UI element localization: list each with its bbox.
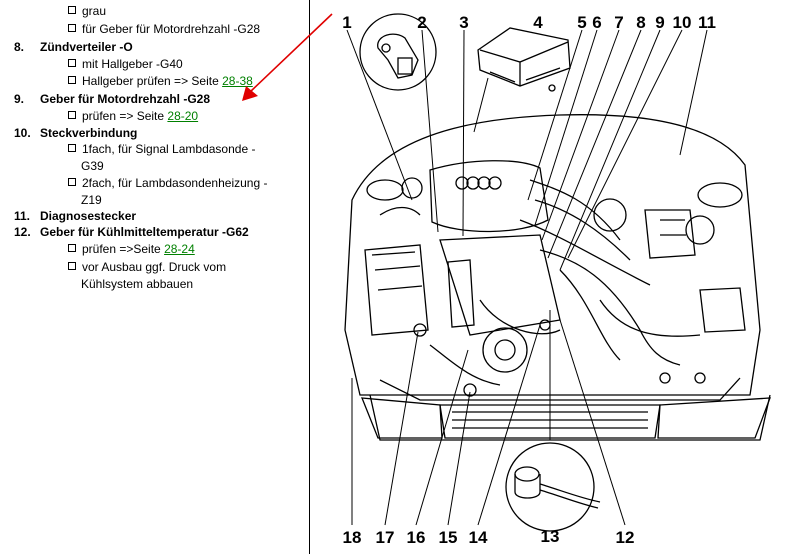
callout-number: 15 [439,528,458,547]
control-unit-inset [477,27,571,92]
list-item: 2fach, für Lambdasondenheizung - [68,176,267,191]
callout-number: 11 [698,13,716,32]
item-text: 2fach, für Lambdasondenheizung - [82,176,268,190]
page-link[interactable]: 28-20 [167,109,199,123]
sensor-inset [359,13,437,91]
callouts-bottom: 18 17 16 15 14 13 12 [343,527,635,547]
item-heading: Zündverteiler -O [40,40,133,54]
checkbox-bullet-icon [68,6,76,14]
list-item: prüfen => Seite 28-20 [68,109,198,124]
list-item-continuation: G39 [81,159,104,174]
item-text: für Geber für Motordrehzahl -G28 [82,22,261,36]
checkbox-bullet-icon [68,76,76,84]
callout-number: 4 [533,13,543,32]
checkbox-bullet-icon [68,178,76,186]
item-text: vor Ausbau ggf. Druck vom [82,260,227,274]
list-item: vor Ausbau ggf. Druck vom [68,260,226,275]
knock-sensor-inset [505,442,601,532]
checkbox-bullet-icon [68,262,76,270]
callout-number: 1 [342,13,351,32]
item-number: 12. [14,225,31,239]
item-number: 8. [14,40,25,54]
item-text: G39 [81,159,104,173]
callout-number: 13 [541,527,560,546]
callout-number: 5 [577,13,586,32]
callout-number: 12 [616,528,635,547]
callout-number: 10 [673,13,692,32]
item-number: 11. [14,209,31,223]
item-text: 1fach, für Signal Lambdasonde - [82,142,256,156]
list-item: prüfen =>Seite 28-24 [68,242,195,257]
list-item: Hallgeber prüfen => Seite 28-38 [68,74,253,89]
item-heading: Steckverbindung [40,126,138,140]
item-number: 9. [14,92,25,106]
checkbox-bullet-icon [68,111,76,119]
item-heading: Geber für Motordrehzahl -G28 [40,92,211,106]
checkbox-bullet-icon [68,59,76,67]
callout-number: 7 [614,13,623,32]
callout-number: 3 [459,13,468,32]
checkbox-bullet-icon [68,24,76,32]
item-text: Z19 [81,193,102,207]
callout-number: 8 [636,13,645,32]
item-text: mit Hallgeber -G40 [82,57,183,71]
callout-number: 2 [417,13,426,32]
list-item: für Geber für Motordrehzahl -G28 [68,22,260,37]
page-link[interactable]: 28-38 [222,74,253,88]
list-item-continuation: Z19 [81,193,102,208]
list-item: mit Hallgeber -G40 [68,57,183,72]
callout-number: 9 [655,13,664,32]
item-text: prüfen => Seite [82,109,168,123]
parts-list-panel: grau für Geber für Motordrehzahl -G28 8. Zü… [0,0,300,554]
callout-number: 16 [407,528,426,547]
item-text: prüfen =>Seite [82,242,165,256]
item-number: 10. [14,126,31,140]
panel-divider [309,0,310,554]
item-text: grau [82,4,107,18]
checkbox-bullet-icon [68,144,76,152]
callout-number: 17 [376,528,395,547]
item-text: Kühlsystem abbauen [81,277,194,291]
callout-number: 14 [469,528,488,547]
checkbox-bullet-icon [68,244,76,252]
item-heading: Diagnosestecker [40,209,137,223]
page-link[interactable]: 28-24 [164,242,195,256]
item-text: Hallgeber prüfen => Seite [82,74,223,88]
callout-number: 6 [592,13,601,32]
list-item: grau [68,4,106,19]
item-heading: Geber für Kühlmitteltemperatur -G62 [40,225,249,239]
list-item-continuation: Kühlsystem abbauen [81,277,193,292]
list-item: 1fach, für Signal Lambdasonde - [68,142,255,157]
callout-number: 18 [343,528,362,547]
